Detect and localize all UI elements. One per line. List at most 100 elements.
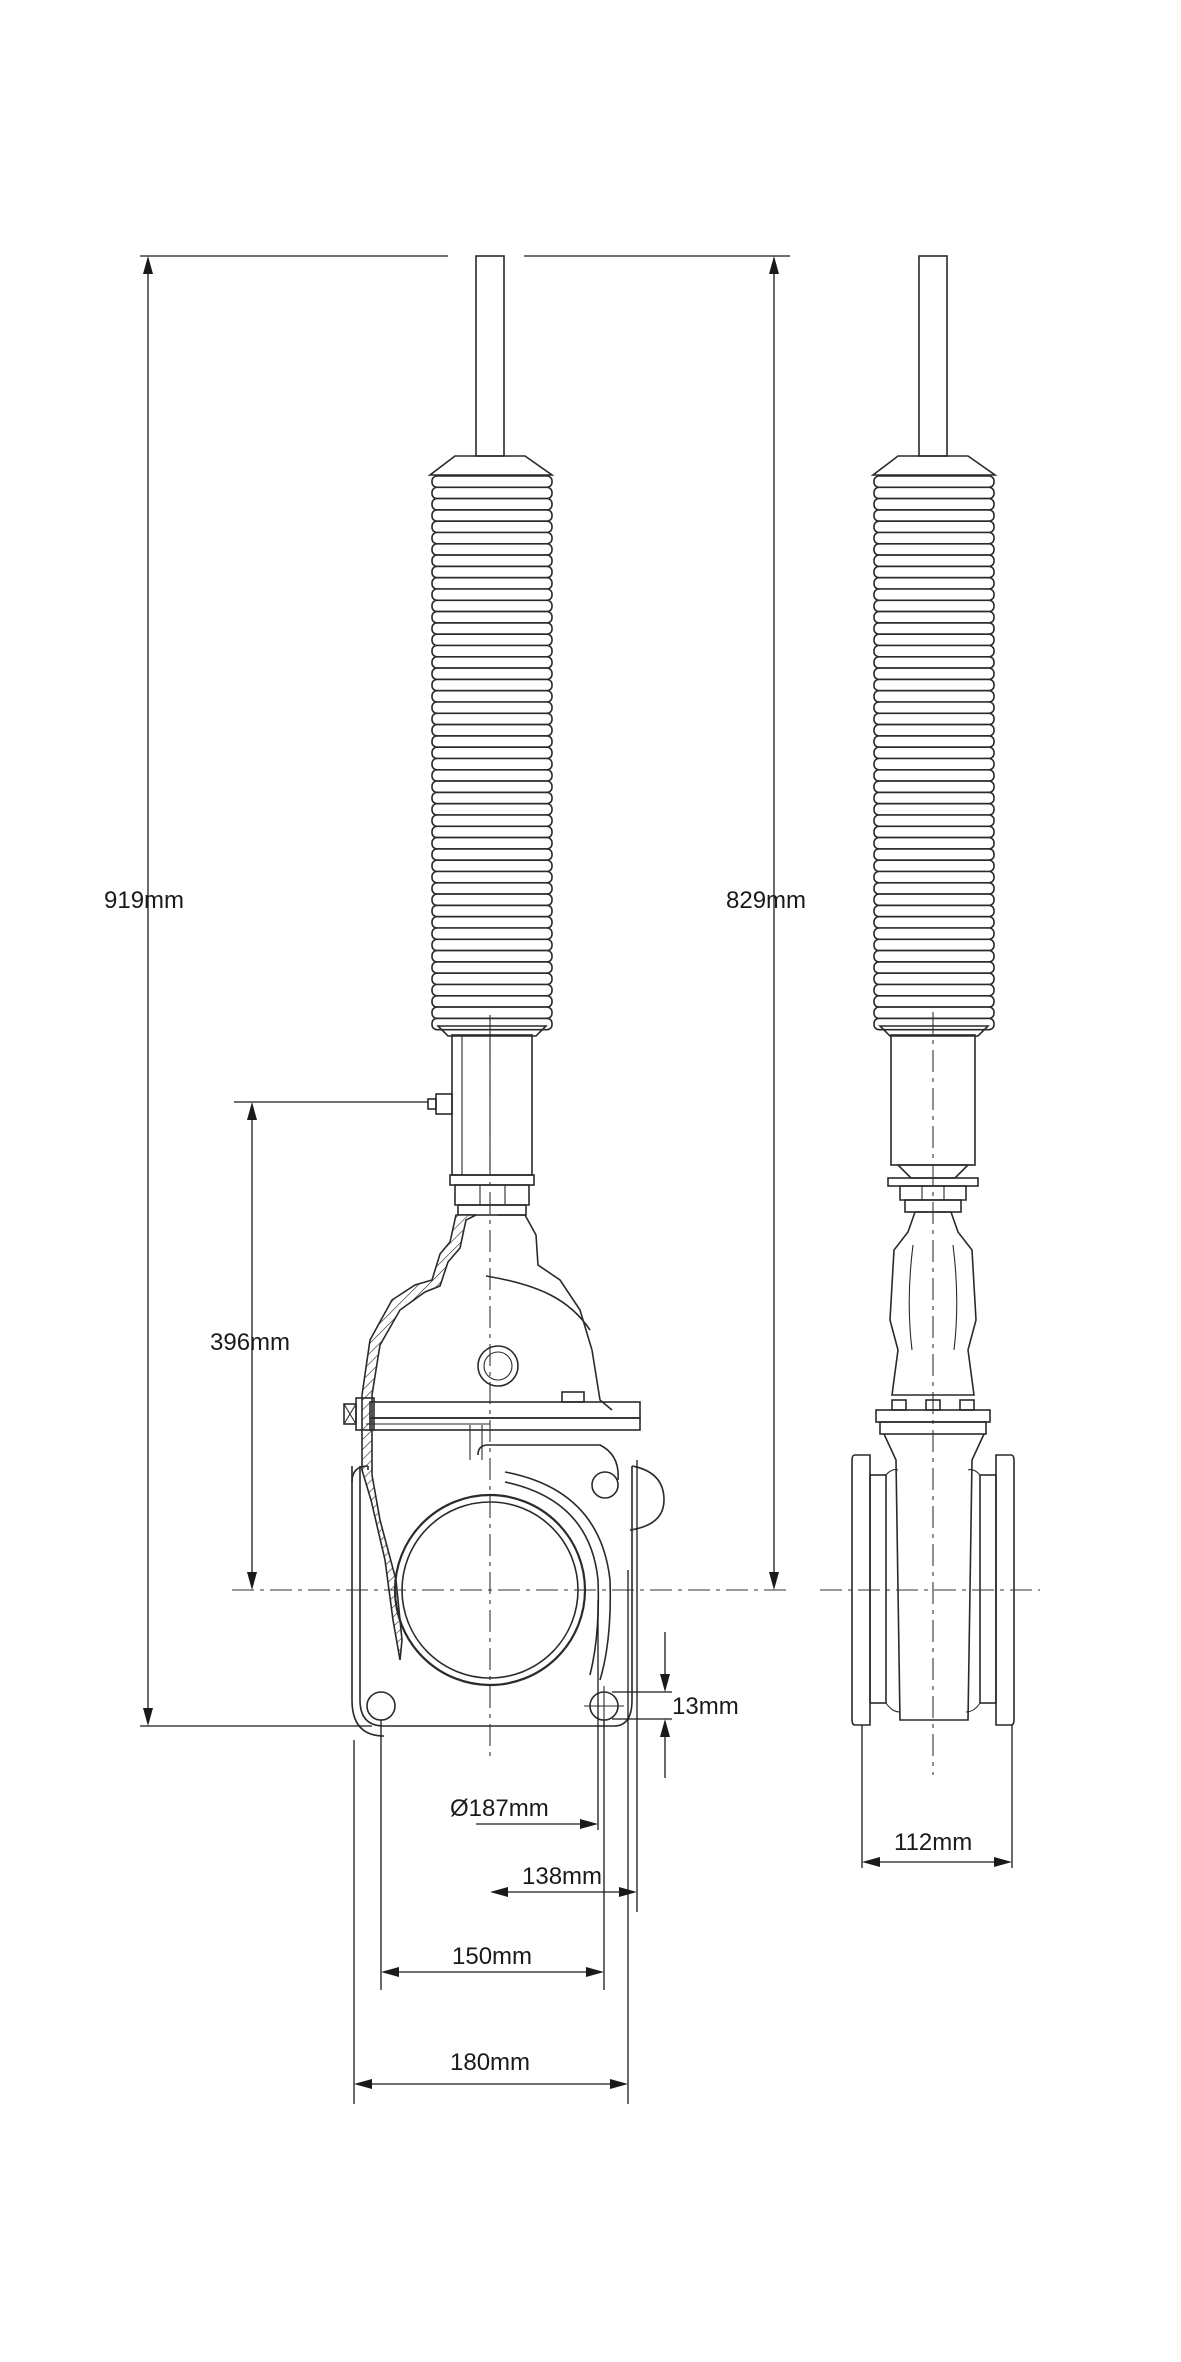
bellows-rib [873, 735, 995, 749]
dim-label-138: 138mm [522, 1863, 602, 1890]
bellows-rib [431, 655, 553, 669]
bellows-rib [873, 870, 995, 884]
bellows-rib [431, 633, 553, 647]
bellows-rib [873, 644, 995, 658]
bellows-rib [873, 927, 995, 941]
bellows-rib [431, 825, 553, 839]
bellows-rib [431, 881, 553, 895]
dim-label-829: 829mm [726, 887, 806, 914]
bellows-rib [873, 599, 995, 613]
bellows-rib [873, 486, 995, 500]
bellows-rib [431, 576, 553, 590]
dim-919: 919mm [104, 256, 184, 1726]
bellows-rib [873, 542, 995, 556]
bellows-rib [873, 667, 995, 681]
bellows-rib [873, 520, 995, 534]
bellows-rib [873, 701, 995, 715]
bellows-rib [431, 486, 553, 500]
dim-396: 396mm [210, 1102, 290, 1590]
bellows-base [878, 1025, 990, 1037]
bellows-rib [873, 588, 995, 602]
bellows-rib [431, 701, 553, 715]
bellows-rib [431, 520, 553, 534]
bellows-rib [873, 780, 995, 794]
bellows-rib [431, 554, 553, 568]
bellows-rib [431, 983, 553, 997]
dim-187: Ø187mm [450, 1795, 598, 1829]
bellows-rib [873, 475, 995, 489]
bellows-rib [873, 768, 995, 782]
bellows-rib [431, 667, 553, 681]
dim-150: 150mm [381, 1943, 604, 1977]
dim-label-187: Ø187mm [450, 1795, 549, 1822]
bellows-rib [873, 949, 995, 963]
dim-112: 112mm [862, 1829, 1012, 1867]
bellows-rib [431, 1006, 553, 1020]
bellows-rib [873, 938, 995, 952]
bellows-rib [431, 757, 553, 771]
bellows-rib [431, 712, 553, 726]
bellows-rib [431, 588, 553, 602]
dim-13: 13mm [612, 1632, 739, 1778]
dim-label-13: 13mm [672, 1693, 739, 1720]
bellows-rib [873, 825, 995, 839]
bellows-rib [873, 1006, 995, 1020]
bellows-rib [431, 531, 553, 545]
bellows-rib [431, 791, 553, 805]
bellows-rib [873, 622, 995, 636]
bellows-rib [431, 972, 553, 986]
bellows-rib [873, 791, 995, 805]
bellows-rib [431, 622, 553, 636]
bellows-rib [873, 712, 995, 726]
bellows-rib [431, 836, 553, 850]
bellows-rib [431, 814, 553, 828]
bellows-rib [873, 836, 995, 850]
bellows-rib [431, 780, 553, 794]
bellows-rib [431, 893, 553, 907]
bellows-rib [431, 746, 553, 760]
bellows-rib [873, 904, 995, 918]
bellows-rib [873, 746, 995, 760]
bellows-rib [431, 859, 553, 873]
bellows-rib [873, 565, 995, 579]
bellows-rib [431, 497, 553, 511]
dim-138: 138mm [490, 1863, 637, 1897]
bellows-rib [873, 881, 995, 895]
dim-label-919: 919mm [104, 887, 184, 914]
bellows-rib [873, 802, 995, 816]
bellows-rib [431, 542, 553, 556]
bellows-rib [873, 972, 995, 986]
bellows-rib [431, 509, 553, 522]
bellows-rib [431, 994, 553, 1008]
bellows-rib [431, 723, 553, 737]
bellows-rib [431, 938, 553, 952]
bellows-rib [431, 961, 553, 975]
bellows-rib [873, 893, 995, 907]
dim-180: 180mm [354, 2049, 628, 2089]
bellows-rib [873, 531, 995, 545]
bellows-rib [431, 1017, 553, 1031]
bellows-rib [873, 961, 995, 975]
bellows-rib [431, 678, 553, 692]
bellows-rib [431, 768, 553, 782]
bellows-rib [431, 689, 553, 703]
bellows-rib [873, 576, 995, 590]
bellows-rib [873, 859, 995, 873]
bellows-rib [873, 757, 995, 771]
bellows-rib [873, 509, 995, 522]
side-bellows [873, 475, 995, 1037]
front-view [343, 255, 665, 1760]
bellows-rib [873, 983, 995, 997]
bellows-rib [873, 554, 995, 568]
side-view [851, 255, 1015, 1775]
bellows-rib [431, 475, 553, 489]
bellows-rib [873, 610, 995, 624]
bellows-rib [873, 633, 995, 647]
bellows-rib [873, 915, 995, 929]
bellows-rib [431, 565, 553, 579]
bellows-rib [873, 814, 995, 828]
front-bellows [431, 475, 553, 1037]
dim-label-112: 112mm [894, 1829, 972, 1856]
bellows-rib [873, 723, 995, 737]
